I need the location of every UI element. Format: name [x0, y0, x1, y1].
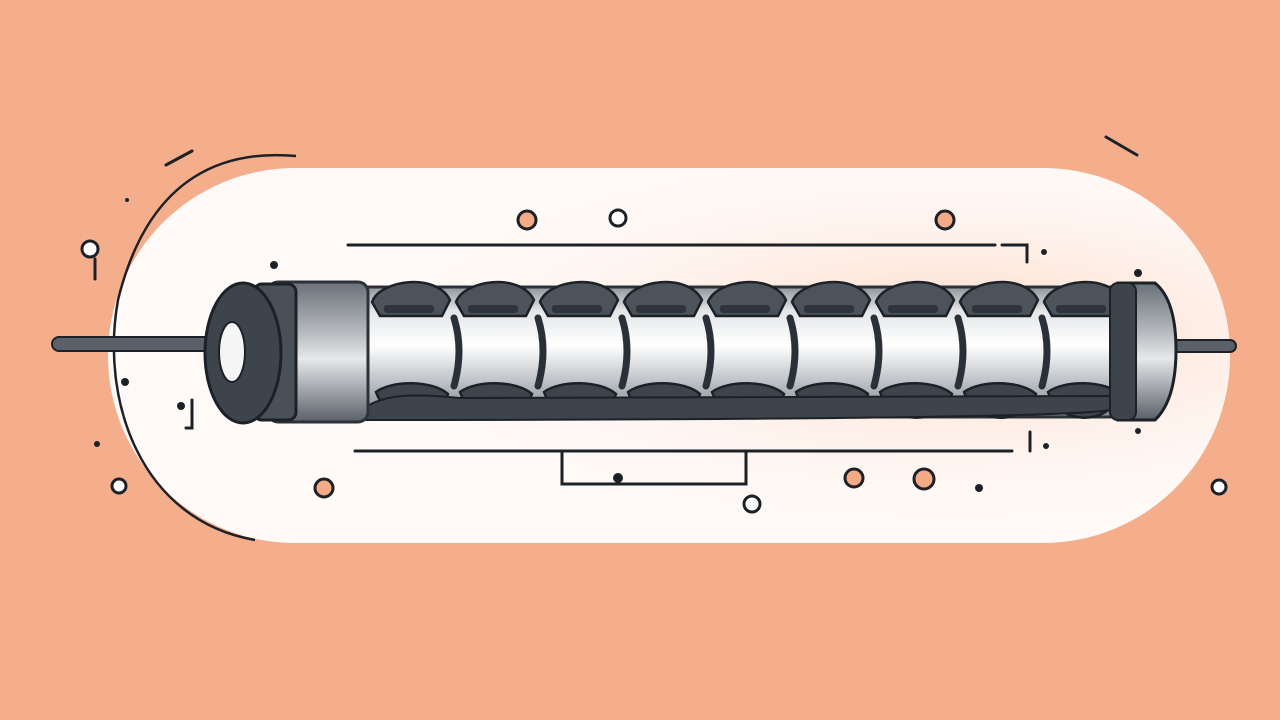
shaft-right-cap	[1109, 281, 1178, 422]
decor-rings	[80, 208, 1228, 514]
shaft-bottom-band	[359, 394, 1111, 422]
panel-outline-left	[112, 153, 297, 542]
shaft-left-cap	[203, 280, 370, 425]
sketch-strokes	[93, 135, 1139, 486]
screw-shaft	[203, 280, 1178, 425]
